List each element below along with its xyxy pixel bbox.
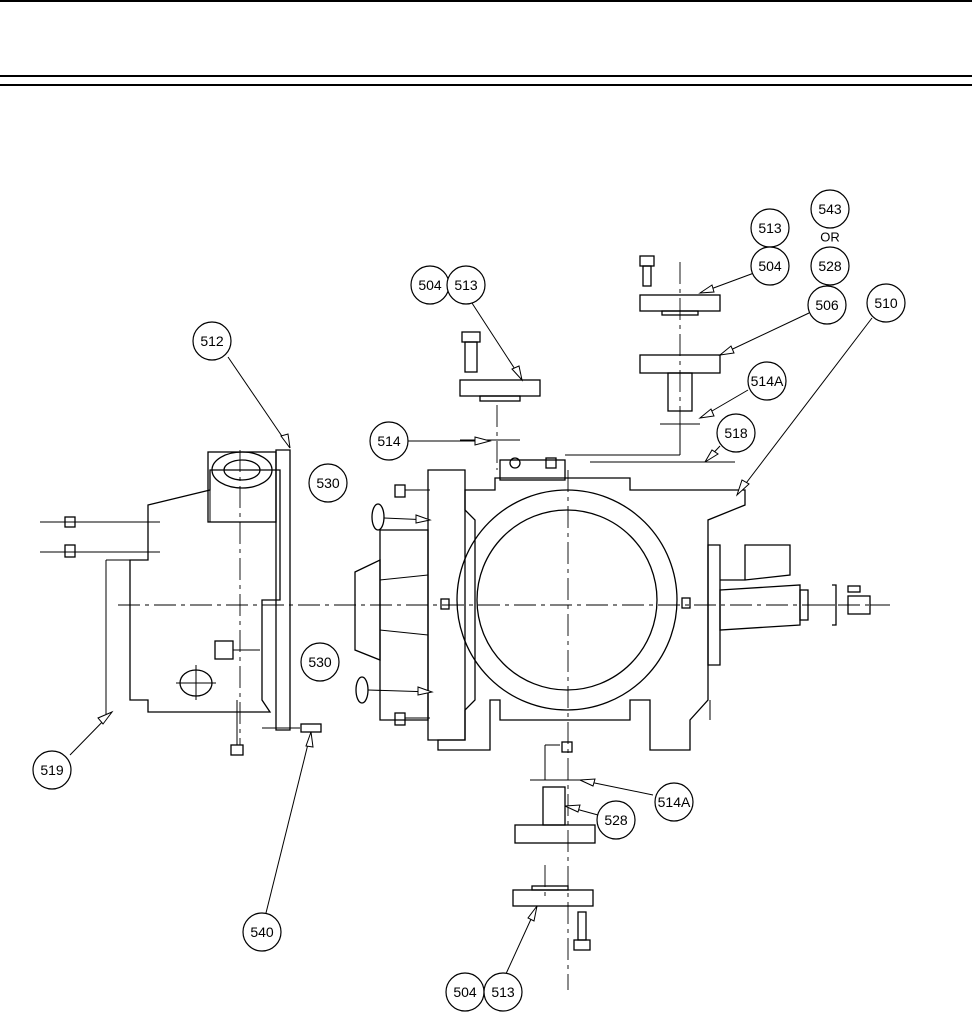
callout-514A-top: 514A <box>747 361 787 401</box>
callout-504-bottom: 504 <box>445 972 485 1012</box>
or-note: OR <box>820 230 840 245</box>
left-end-housing <box>40 451 281 756</box>
callout-504-top-left: 504 <box>410 265 450 305</box>
svg-text:530: 530 <box>308 654 332 670</box>
svg-text:528: 528 <box>818 258 842 274</box>
callout-506: 506 <box>807 285 847 325</box>
svg-text:518: 518 <box>724 425 748 441</box>
callout-528-bottom: 528 <box>596 800 636 840</box>
top-border-line <box>0 0 972 2</box>
bottom-bearing-stack <box>512 779 596 951</box>
o-ring-bottom <box>355 676 369 704</box>
callout-543: 543 <box>810 189 850 229</box>
callout-513-bottom: 513 <box>483 972 523 1012</box>
callout-540: 540 <box>242 912 282 952</box>
header-double-rule-upper <box>0 75 972 77</box>
top-right-bearing-stack <box>565 255 735 463</box>
callout-519: 519 <box>32 750 72 790</box>
callout-530-bottom: 530 <box>300 642 340 682</box>
svg-text:OR: OR <box>820 230 840 245</box>
header-double-rule-lower <box>0 84 972 86</box>
callout-514: 514 <box>369 421 409 461</box>
svg-text:543: 543 <box>818 201 842 217</box>
svg-text:504: 504 <box>418 277 442 293</box>
callout-504-top-right: 504 <box>750 246 790 286</box>
leader-lines <box>69 272 873 977</box>
svg-text:513: 513 <box>491 984 515 1000</box>
svg-text:530: 530 <box>316 475 340 491</box>
svg-text:513: 513 <box>454 277 478 293</box>
callout-518: 518 <box>716 413 756 453</box>
callout-530-top: 530 <box>308 463 348 503</box>
callout-528-top: 528 <box>810 246 850 286</box>
svg-text:506: 506 <box>815 297 839 313</box>
callout-513-top-right: 513 <box>750 208 790 248</box>
callout-512: 512 <box>192 321 232 361</box>
callout-510: 510 <box>866 283 906 323</box>
svg-text:540: 540 <box>250 924 274 940</box>
svg-text:514: 514 <box>377 433 401 449</box>
o-ring-top <box>371 503 385 531</box>
svg-text:519: 519 <box>40 762 64 778</box>
svg-text:528: 528 <box>604 812 628 828</box>
svg-text:513: 513 <box>758 220 782 236</box>
callout-514A-bottom: 514A <box>654 782 694 822</box>
title-block-header <box>0 0 972 88</box>
svg-text:504: 504 <box>453 984 477 1000</box>
svg-text:504: 504 <box>758 258 782 274</box>
center-lines <box>118 262 890 990</box>
top-left-bearing-stack <box>459 331 541 441</box>
svg-text:510: 510 <box>874 295 898 311</box>
svg-text:512: 512 <box>200 333 224 349</box>
callout-513-top-left: 513 <box>446 265 486 305</box>
svg-text:514A: 514A <box>658 794 691 810</box>
central-pump-body <box>354 457 880 780</box>
svg-text:514A: 514A <box>751 373 784 389</box>
